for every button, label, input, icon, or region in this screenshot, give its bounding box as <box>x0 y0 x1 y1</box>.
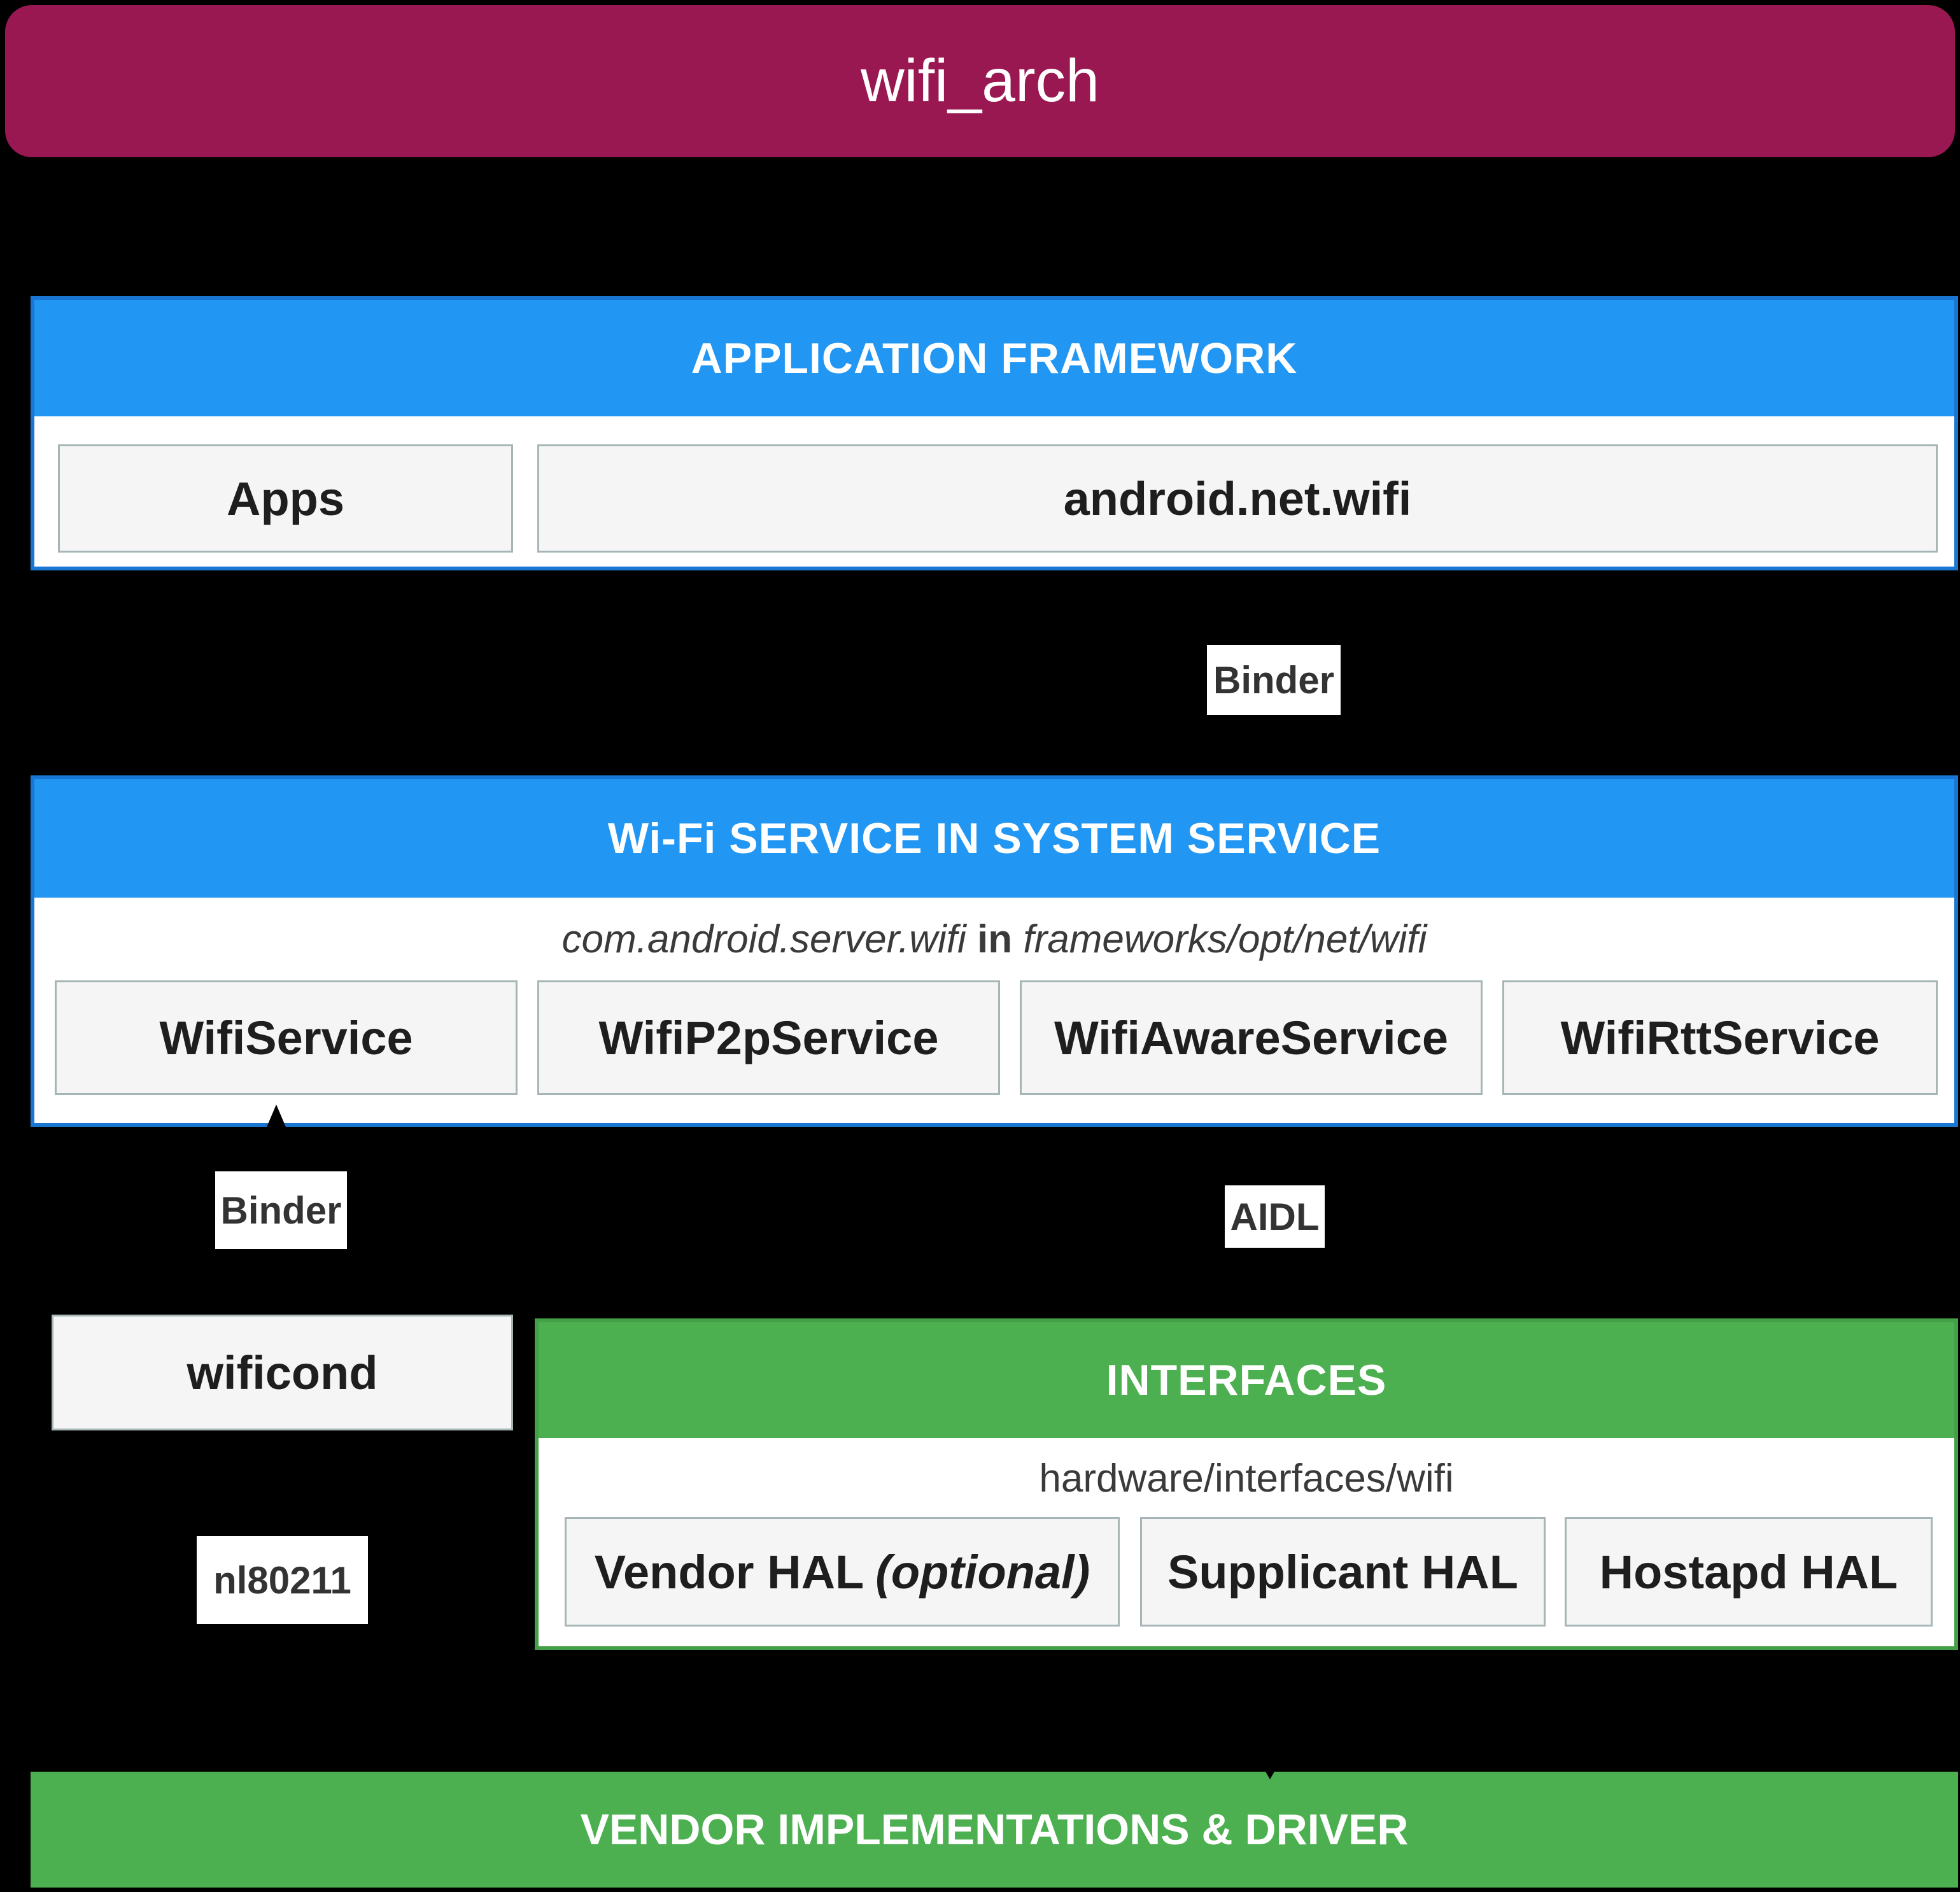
apps-box: Apps <box>58 444 513 553</box>
interfaces-section: INTERFACES hardware/interfaces/wifi Vend… <box>535 1318 1958 1650</box>
interfaces-title: INTERFACES <box>1106 1356 1387 1404</box>
wifirttservice-box: WifiRttService <box>1502 980 1938 1095</box>
binder-left-label: Binder <box>215 1171 347 1249</box>
aidl-label: AIDL <box>1225 1185 1325 1248</box>
hostapd-hal-label: Hostapd HAL <box>1599 1545 1898 1599</box>
vendor-hal-box: Vendor HAL (optional) <box>565 1517 1120 1627</box>
application-framework-body: Apps android.net.wifi <box>34 416 1954 567</box>
wifi-service-path-in: in <box>977 917 1013 961</box>
wifi-service-path: com.android.server.wifi in frameworks/op… <box>34 917 1954 962</box>
wifi-service-body: com.android.server.wifi in frameworks/op… <box>34 898 1954 1123</box>
aidl-text: AIDL <box>1230 1195 1320 1238</box>
supplicant-hal-box: Supplicant HAL <box>1140 1517 1546 1627</box>
wificond-box: wificond <box>52 1315 513 1430</box>
vendor-implementations-bar: VENDOR IMPLEMENTATIONS & DRIVER <box>31 1772 1958 1888</box>
hostapd-hal-box: Hostapd HAL <box>1565 1517 1933 1627</box>
arrow-down-icon <box>1251 1746 1289 1779</box>
apps-box-label: Apps <box>227 472 344 525</box>
application-framework-header: APPLICATION FRAMEWORK <box>34 300 1954 416</box>
nl80211-label: nl80211 <box>197 1536 368 1624</box>
vendor-hal-label: Vendor HAL <box>594 1545 864 1599</box>
diagram-title-bar: wifi_arch <box>5 5 1955 157</box>
wifiservice-box: WifiService <box>55 980 518 1095</box>
binder-top-label: Binder <box>1207 645 1341 715</box>
wifi-service-path-suffix: frameworks/opt/net/wifi <box>1023 917 1427 961</box>
wifi-service-path-prefix: com.android.server.wifi <box>561 917 966 961</box>
wifiservice-label: WifiService <box>159 1011 413 1064</box>
vendor-implementations-title: VENDOR IMPLEMENTATIONS & DRIVER <box>580 1805 1409 1854</box>
wifip2pservice-label: WifiP2pService <box>598 1011 939 1064</box>
wifi-service-section: Wi-Fi SERVICE IN SYSTEM SERVICE com.andr… <box>31 775 1958 1127</box>
binder-left-text: Binder <box>220 1189 342 1232</box>
wificond-label: wificond <box>187 1346 378 1399</box>
nl80211-text: nl80211 <box>213 1558 351 1602</box>
binder-top-text: Binder <box>1213 658 1335 702</box>
arrow-up-icon <box>255 1105 298 1155</box>
wifi-service-title: Wi-Fi SERVICE IN SYSTEM SERVICE <box>607 814 1381 863</box>
android-net-wifi-box: android.net.wifi <box>537 444 1938 553</box>
application-framework-title: APPLICATION FRAMEWORK <box>691 334 1298 383</box>
interfaces-header: INTERFACES <box>539 1322 1954 1438</box>
wifiawareservice-label: WifiAwareService <box>1054 1011 1449 1064</box>
wifip2pservice-box: WifiP2pService <box>537 980 1000 1095</box>
diagram-title: wifi_arch <box>861 47 1099 115</box>
application-framework-section: APPLICATION FRAMEWORK Apps android.net.w… <box>31 296 1958 570</box>
wifirttservice-label: WifiRttService <box>1560 1011 1880 1064</box>
interfaces-body: hardware/interfaces/wifi Vendor HAL (opt… <box>539 1438 1954 1646</box>
android-net-wifi-label: android.net.wifi <box>1063 472 1412 525</box>
wifiawareservice-box: WifiAwareService <box>1020 980 1483 1095</box>
supplicant-hal-label: Supplicant HAL <box>1167 1545 1518 1599</box>
vendor-hal-optional: (optional) <box>875 1545 1090 1599</box>
wifi-service-header: Wi-Fi SERVICE IN SYSTEM SERVICE <box>34 779 1954 898</box>
interfaces-path: hardware/interfaces/wifi <box>1039 1457 1454 1500</box>
